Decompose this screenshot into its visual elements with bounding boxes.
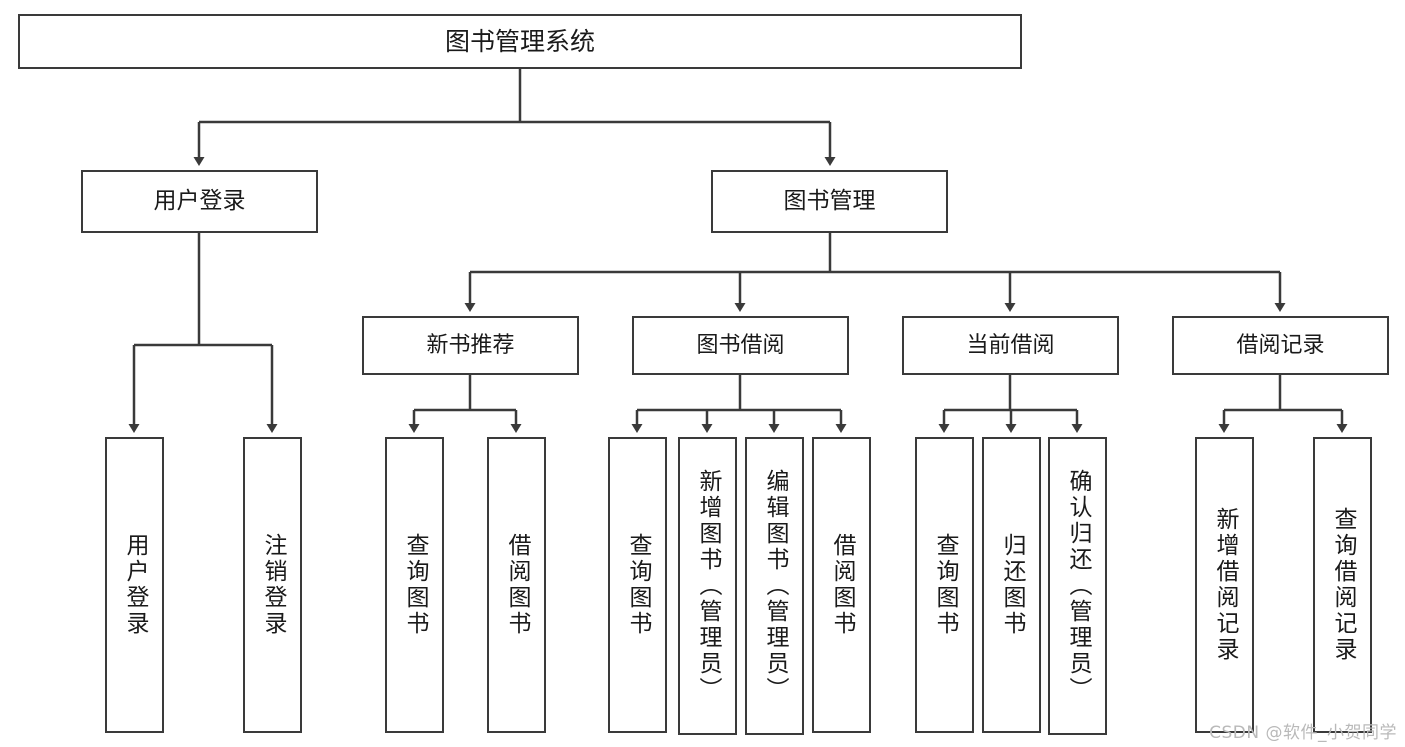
node-new-book-rec[interactable]: 新书推荐 bbox=[362, 316, 579, 375]
node-leaf-user-login[interactable]: 用户登录 bbox=[105, 437, 164, 733]
node-label: 用户登录 bbox=[122, 533, 148, 637]
node-leaf-add-record[interactable]: 新增借阅记录 bbox=[1195, 437, 1254, 733]
node-leaf-user-logout[interactable]: 注销登录 bbox=[243, 437, 302, 733]
node-label: 新增图书（管理员） bbox=[695, 469, 721, 703]
node-label: 归还图书 bbox=[999, 533, 1025, 637]
node-label: 查询图书 bbox=[402, 533, 428, 637]
node-leaf-query-book-2[interactable]: 查询图书 bbox=[608, 437, 667, 733]
node-label: 图书管理 bbox=[783, 187, 876, 214]
node-label: 图书管理系统 bbox=[444, 26, 595, 56]
node-label: 查询借阅记录 bbox=[1330, 507, 1356, 663]
node-leaf-borrow-book-2[interactable]: 借阅图书 bbox=[812, 437, 871, 733]
node-label: 用户登录 bbox=[153, 187, 246, 214]
node-leaf-query-book-3[interactable]: 查询图书 bbox=[915, 437, 974, 733]
node-label: 借阅图书 bbox=[829, 533, 855, 637]
node-label: 新增借阅记录 bbox=[1212, 507, 1238, 663]
node-user-login[interactable]: 用户登录 bbox=[81, 170, 318, 233]
node-leaf-return-book[interactable]: 归还图书 bbox=[982, 437, 1041, 733]
node-book-borrow[interactable]: 图书借阅 bbox=[632, 316, 849, 375]
node-label: 图书借阅 bbox=[696, 332, 785, 358]
node-label: 新书推荐 bbox=[426, 332, 515, 358]
node-label: 查询图书 bbox=[932, 533, 958, 637]
node-label: 借阅记录 bbox=[1236, 332, 1325, 358]
node-label: 当前借阅 bbox=[966, 332, 1055, 358]
node-leaf-borrow-book-1[interactable]: 借阅图书 bbox=[487, 437, 546, 733]
node-book-manage[interactable]: 图书管理 bbox=[711, 170, 948, 233]
node-leaf-query-book-1[interactable]: 查询图书 bbox=[385, 437, 444, 733]
node-label: 借阅图书 bbox=[504, 533, 530, 637]
node-leaf-add-book[interactable]: 新增图书（管理员） bbox=[678, 437, 737, 735]
node-leaf-query-record[interactable]: 查询借阅记录 bbox=[1313, 437, 1372, 733]
node-root-system[interactable]: 图书管理系统 bbox=[18, 14, 1022, 69]
node-label: 查询图书 bbox=[625, 533, 651, 637]
node-leaf-confirm-return[interactable]: 确认归还（管理员） bbox=[1048, 437, 1107, 735]
node-label: 编辑图书（管理员） bbox=[762, 469, 788, 703]
node-label: 确认归还（管理员） bbox=[1065, 469, 1091, 703]
node-leaf-edit-book[interactable]: 编辑图书（管理员） bbox=[745, 437, 804, 735]
node-label: 注销登录 bbox=[260, 533, 286, 637]
node-borrow-record[interactable]: 借阅记录 bbox=[1172, 316, 1389, 375]
node-current-borrow[interactable]: 当前借阅 bbox=[902, 316, 1119, 375]
csdn-watermark: CSDN @软件_小贺同学 bbox=[1209, 723, 1397, 743]
